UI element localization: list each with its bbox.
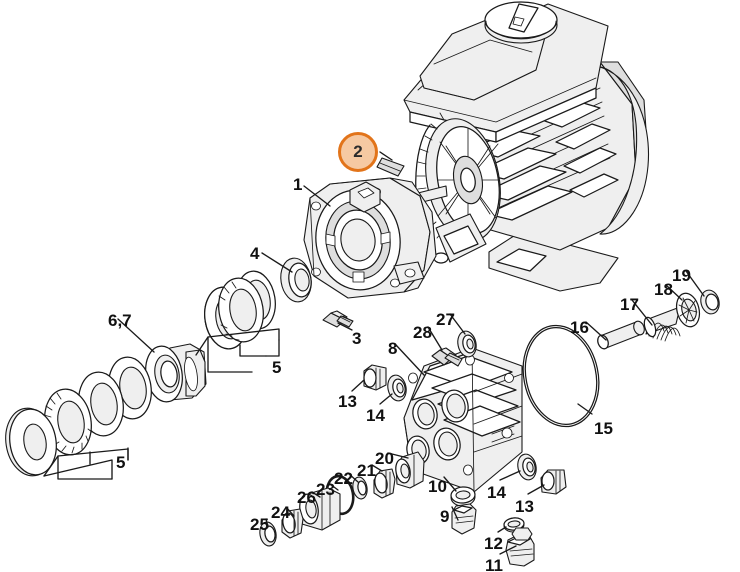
callout-13-right: 13 xyxy=(515,497,534,516)
callout-25: 25 xyxy=(250,515,269,534)
callout-17: 17 xyxy=(620,295,639,314)
part-27-washer xyxy=(457,330,477,358)
group-brackets xyxy=(43,328,280,480)
part-19-o-ring-small xyxy=(700,289,720,315)
callout-22: 22 xyxy=(334,469,353,488)
callout-4: 4 xyxy=(250,244,260,263)
electric-motor-assembly xyxy=(403,1,650,292)
part-5-ring-stack-lower xyxy=(5,356,152,477)
part-13-bushing-right xyxy=(540,469,567,495)
callout-14-left: 14 xyxy=(366,406,385,425)
part-15-o-ring xyxy=(522,324,600,428)
callout-5-lower: 5 xyxy=(116,453,126,472)
callout-13-left: 13 xyxy=(338,392,357,411)
callout-15: 15 xyxy=(594,419,613,438)
callout-9: 9 xyxy=(440,507,450,526)
parts-20-26-plunger-stack xyxy=(259,451,425,547)
part-1-bearing-flange xyxy=(303,177,437,299)
part-18-retainer xyxy=(675,292,701,328)
callout-19: 19 xyxy=(672,266,691,285)
callout-11: 11 xyxy=(485,556,503,572)
callout-6-7: 6,7 xyxy=(108,311,132,330)
part-9-plug xyxy=(451,503,477,535)
part-4-oil-seal xyxy=(280,257,312,303)
callout-26: 26 xyxy=(297,488,316,507)
callout-1: 1 xyxy=(293,175,303,194)
callout-12: 12 xyxy=(484,534,503,553)
part-13-bushing-left xyxy=(363,364,387,391)
part-14-seal-left xyxy=(387,374,407,402)
callout-18: 18 xyxy=(654,280,673,299)
part-28-bolt xyxy=(431,347,463,367)
callout-3: 3 xyxy=(352,329,362,348)
leader-lines xyxy=(117,151,705,555)
callout-27: 27 xyxy=(436,310,455,329)
part-5-textured-thrust-ring-upper xyxy=(218,277,264,343)
part-11-valve-fitting xyxy=(505,527,535,567)
callout-14-right: 14 xyxy=(487,483,506,502)
callout-5-upper: 5 xyxy=(272,358,282,377)
callout-28: 28 xyxy=(413,323,432,342)
callout-8: 8 xyxy=(388,339,398,358)
part-3-hex-bolt xyxy=(322,310,354,328)
highlighted-callout-2[interactable]: 2 xyxy=(338,132,378,172)
part-16-pin xyxy=(597,320,645,350)
part-14-seal-right xyxy=(517,453,537,481)
part-10-seal-ring xyxy=(450,486,476,507)
part-2-shaft-key xyxy=(376,157,405,177)
callout-10: 10 xyxy=(428,477,447,496)
part-17-spring xyxy=(643,306,681,342)
callout-23: 23 xyxy=(316,480,335,499)
parts-6-7-bearing-sleeve xyxy=(145,343,207,403)
callout-20: 20 xyxy=(375,449,394,468)
callout-24: 24 xyxy=(271,503,290,522)
callout-16: 16 xyxy=(570,318,589,337)
callout-21: 21 xyxy=(357,461,376,480)
